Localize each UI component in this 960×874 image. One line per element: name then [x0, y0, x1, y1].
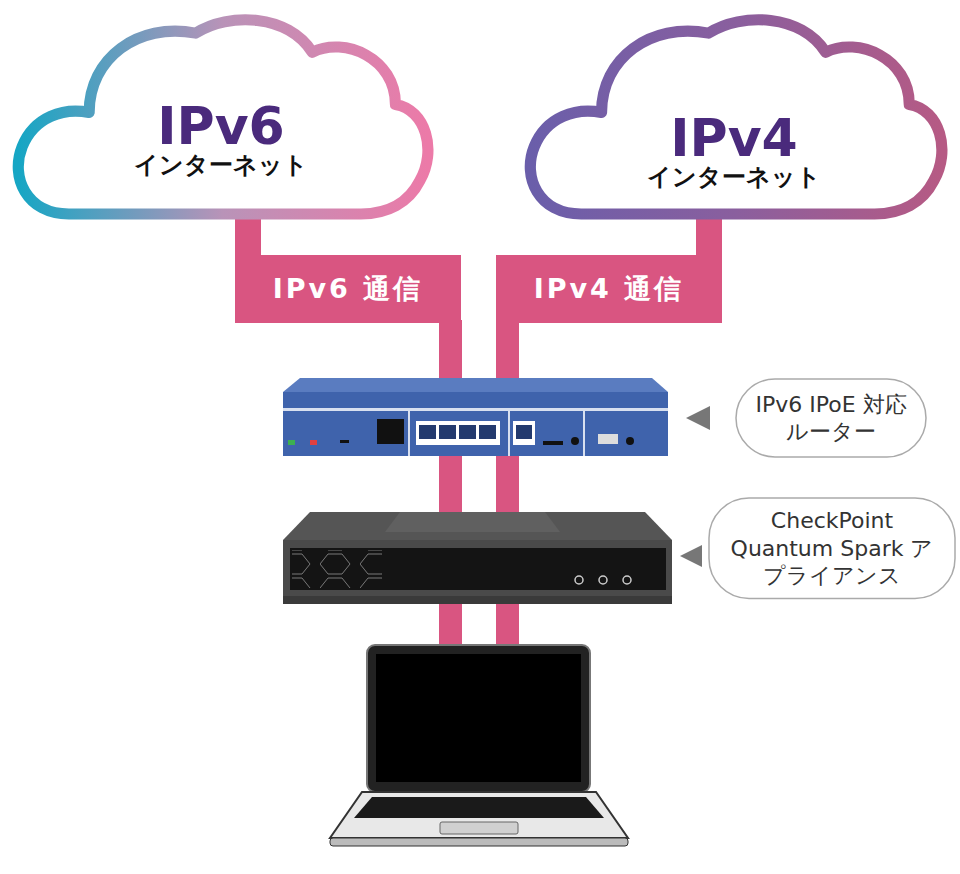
callout-outline: [735, 378, 927, 458]
callout-text: IPv6 IPoE 対応ルーター: [750, 391, 912, 446]
laptop: [330, 645, 628, 846]
callout-text: CheckPoint Quantum Spark アプライアンス: [723, 507, 941, 590]
cloud-title: IPv4: [670, 112, 798, 164]
cloud-subtitle: インターネット: [647, 164, 821, 190]
appliance-device: [283, 512, 672, 604]
callout-bubble: IPv6 IPoE 対応ルーター: [735, 378, 927, 458]
callout-bubble: CheckPoint Quantum Spark アプライアンス: [708, 497, 956, 600]
cloud-title: IPv6: [157, 100, 285, 152]
band-label: IPv6 通信: [273, 271, 424, 307]
internet-cloud: IPv6インターネット: [8, 8, 434, 224]
callout-pointer: [686, 406, 710, 430]
internet-cloud: IPv4インターネット: [520, 8, 948, 224]
cloud-subtitle: インターネット: [134, 152, 308, 178]
router-device: [283, 378, 668, 456]
callout-pointer: [680, 545, 702, 567]
band-label: IPv4 通信: [534, 271, 685, 307]
